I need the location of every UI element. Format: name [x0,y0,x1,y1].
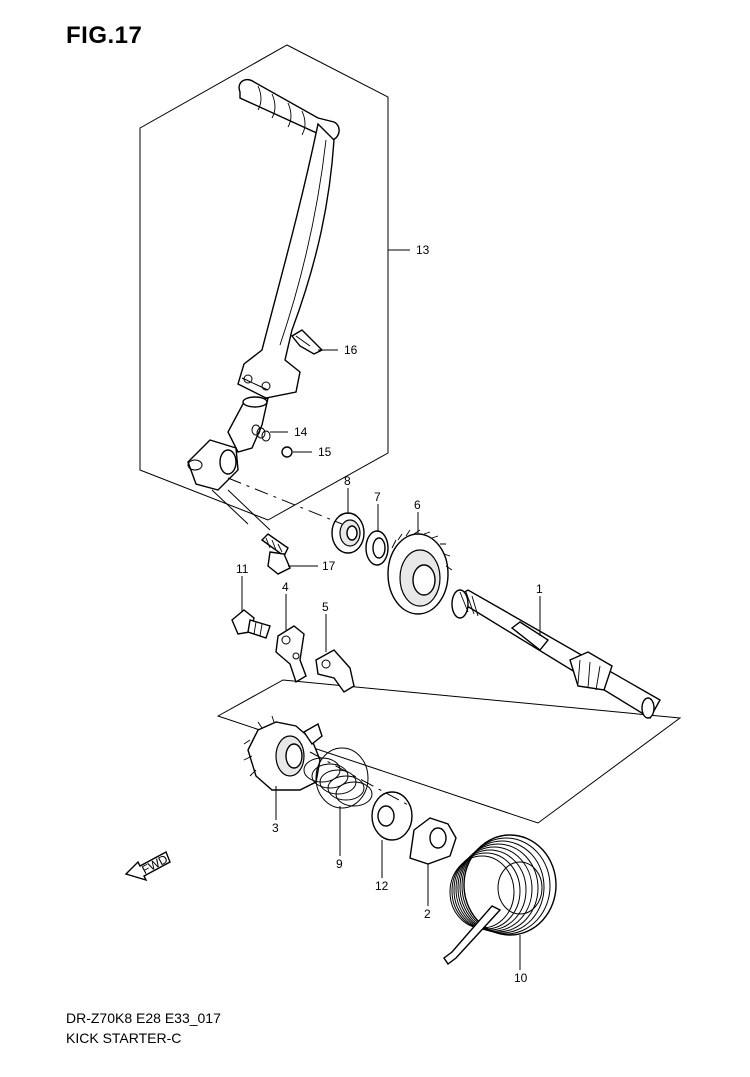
callout-11: 11 [236,562,249,576]
callout-3: 3 [272,821,279,835]
callout-12: 12 [375,879,389,893]
part-17-bolt[interactable] [260,533,291,575]
part-14-spring[interactable] [251,424,271,442]
part-4-guide-plate[interactable] [275,625,307,684]
part-5-plate[interactable] [315,649,355,693]
callout-15: 15 [318,445,332,459]
leader-lines [211,249,541,970]
shaft-assembly-group-outline [216,679,682,824]
callout-6: 6 [414,498,421,512]
figure-title: FIG.17 [66,22,143,49]
callout-2: 2 [424,907,431,921]
forward-direction-arrow: FWD [124,851,171,882]
callout-5: 5 [322,600,329,614]
part-2-stopper[interactable] [409,817,457,865]
part-7-washer[interactable] [365,530,389,566]
part-6-gear[interactable] [387,529,453,615]
callout-1: 1 [536,582,543,596]
part-15-ball[interactable] [281,446,293,458]
part-3-drive-gear[interactable] [243,715,323,791]
part-9-spring[interactable] [303,747,373,809]
callout-8: 8 [344,474,351,488]
part-16-clip[interactable] [290,329,324,355]
model-code: DR-Z70K8 E28 E33_017 [66,1010,221,1026]
callout-7: 7 [374,490,381,504]
callout-14: 14 [294,425,308,439]
part-8-oil-seal[interactable] [331,512,365,554]
callout-17: 17 [322,559,336,573]
callout-4: 4 [282,580,289,594]
part-11-bolt[interactable] [231,609,271,639]
callout-13: 13 [416,243,430,257]
callout-10: 10 [514,971,528,985]
callout-9: 9 [336,857,343,871]
diagram-caption: KICK STARTER-C [66,1030,182,1046]
callout-16: 16 [344,343,358,357]
part-1-shaft[interactable] [451,589,661,719]
part-10-return-spring[interactable] [443,834,557,966]
kick-starter-lever[interactable] [187,78,340,491]
lever-assembly-group-outline [139,44,389,521]
part-12-washer[interactable] [371,791,413,841]
